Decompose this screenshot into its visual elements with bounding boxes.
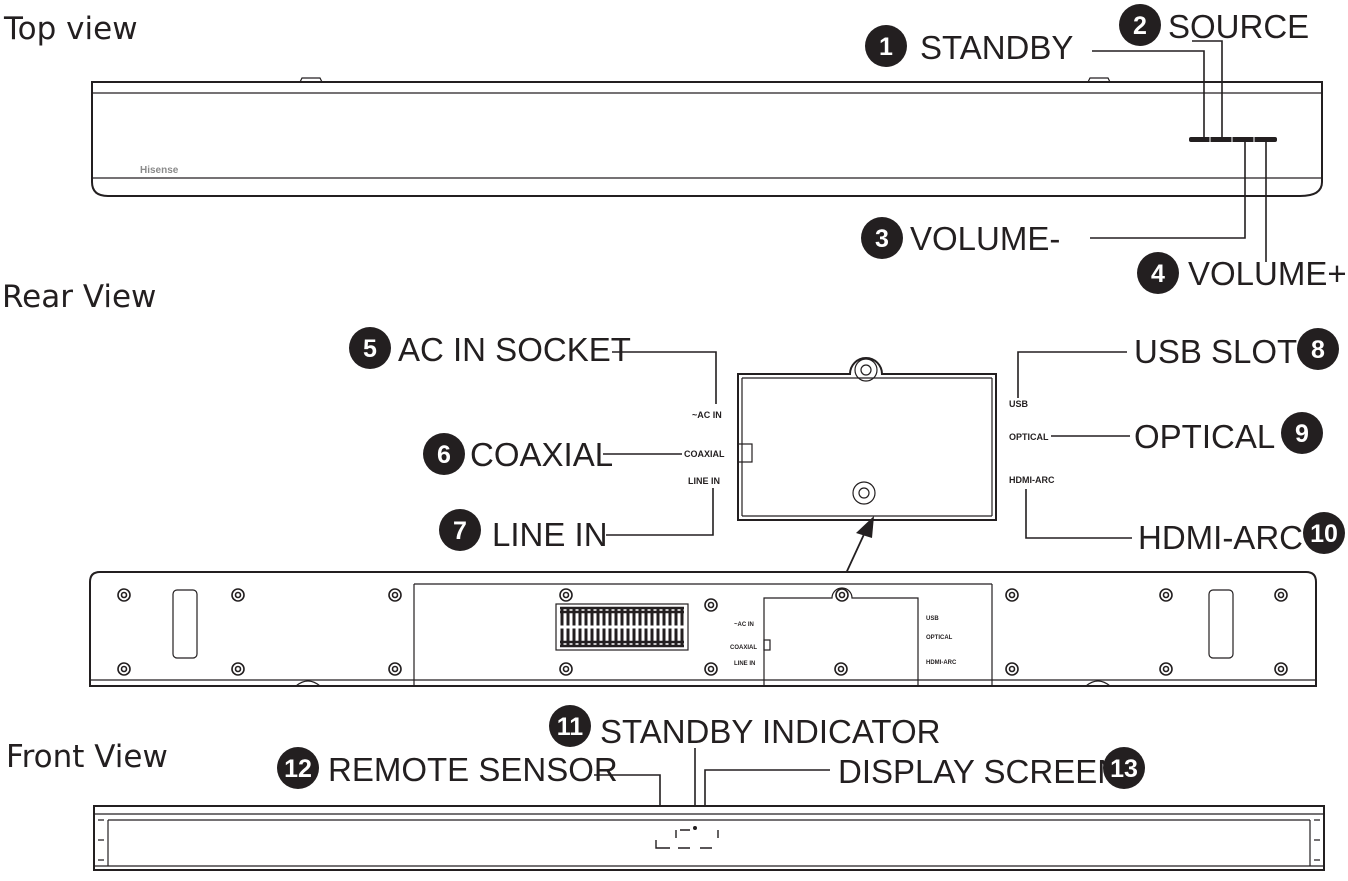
callout-number-8: 8 [1311, 336, 1325, 364]
callout-badge-13 [1103, 747, 1145, 789]
callout-optical: OPTICAL 9 [1134, 412, 1323, 455]
callout-number-10: 10 [1310, 520, 1338, 548]
callout-badge-3 [861, 217, 903, 259]
callout-badge-1 [865, 25, 907, 67]
front-view-title: Front View [6, 739, 168, 775]
port-label-usb: USB [1009, 399, 1029, 409]
callout-label-3: VOLUME- [910, 220, 1060, 257]
callout-line-in: 7 LINE IN [439, 509, 608, 553]
callout-number-7: 7 [453, 517, 467, 545]
callout-number-4: 4 [1151, 260, 1165, 288]
callout-number-9: 9 [1295, 420, 1309, 448]
callout-label-9: OPTICAL [1134, 418, 1275, 455]
callout-number-1: 1 [879, 33, 893, 61]
callout-badge-6 [423, 433, 465, 475]
brand-logo: Hisense [140, 165, 179, 176]
rear-label-coaxial: COAXIAL [730, 645, 757, 651]
rear-view-title: Rear View [2, 279, 156, 315]
rear-label-line-in: LINE IN [734, 661, 755, 667]
callout-number-11: 11 [557, 713, 584, 741]
callout-label-13: DISPLAY SCREEN [838, 753, 1121, 790]
port-label-line-in: LINE IN [688, 476, 720, 486]
callout-usb-slot: USB SLOT 8 [1134, 328, 1339, 370]
callout-ac-in-socket: 5 AC IN SOCKET [349, 327, 631, 369]
rear-label-ac-in: ~AC IN [734, 622, 754, 628]
callout-badge-2 [1119, 4, 1161, 46]
callout-badge-7 [439, 509, 481, 551]
port-label-ac-in: ~AC IN [692, 410, 722, 420]
callout-coaxial: 6 COAXIAL [423, 433, 613, 475]
callout-volume-minus: 3 VOLUME- [861, 217, 1060, 259]
rear-label-optical: OPTICAL [926, 635, 953, 641]
callout-volume-plus: 4 VOLUME+ [1137, 252, 1347, 294]
top-view-title: Top view [3, 11, 138, 47]
callout-label-8: USB SLOT [1134, 333, 1297, 370]
callout-label-7: LINE IN [492, 516, 608, 553]
callout-label-5: AC IN SOCKET [398, 331, 631, 368]
callout-number-3: 3 [875, 225, 889, 253]
callout-label-4: VOLUME+ [1188, 255, 1347, 292]
callout-badge-9 [1281, 412, 1323, 454]
port-label-optical: OPTICAL [1009, 432, 1049, 442]
callout-badge-4 [1137, 252, 1179, 294]
remote-sensor-window [655, 840, 670, 849]
callout-badge-5 [349, 327, 391, 369]
top-buttons [1189, 135, 1277, 144]
callout-label-11: STANDBY INDICATOR [600, 713, 940, 750]
callout-display-screen: DISPLAY SCREEN 13 [838, 747, 1145, 790]
callout-badge-10 [1303, 512, 1345, 554]
display-screen-window [675, 829, 719, 849]
port-label-hdmi-arc: HDMI-ARC [1009, 475, 1055, 485]
callout-number-2: 2 [1133, 12, 1147, 40]
port-label-coaxial: COAXIAL [684, 449, 725, 459]
callout-source: 2 SOURCE [1119, 4, 1309, 46]
callout-badge-8 [1297, 328, 1339, 370]
rear-label-hdmi-arc: HDMI-ARC [926, 660, 957, 666]
callout-label-10: HDMI-ARC [1138, 519, 1303, 556]
callout-number-13: 13 [1110, 755, 1138, 783]
callout-number-6: 6 [437, 441, 451, 469]
callout-standby: 1 STANDBY [865, 25, 1073, 67]
rear-label-usb: USB [926, 616, 939, 622]
callout-hdmi-arc: HDMI-ARC 10 [1138, 512, 1345, 556]
standby-indicator-led [693, 826, 697, 830]
rear-panel-enlarged [737, 357, 997, 521]
callout-badge-12 [277, 747, 319, 789]
rear-view-soundbar: ~AC IN COAXIAL LINE IN USB OPTICAL HDMI-… [89, 571, 1317, 687]
callout-label-2: SOURCE [1168, 8, 1309, 45]
callout-label-1: STANDBY [920, 29, 1073, 66]
front-view-soundbar [93, 805, 1325, 871]
callout-remote-sensor: 12 REMOTE SENSOR [277, 747, 618, 789]
callout-standby-indicator: 11 STANDBY INDICATOR [549, 705, 940, 750]
callout-label-6: COAXIAL [470, 436, 613, 473]
callout-badge-11 [549, 705, 591, 747]
callout-number-5: 5 [363, 335, 377, 363]
top-view-soundbar: Hisense [91, 77, 1323, 197]
callout-label-12: REMOTE SENSOR [328, 751, 618, 788]
callout-number-12: 12 [284, 755, 312, 783]
